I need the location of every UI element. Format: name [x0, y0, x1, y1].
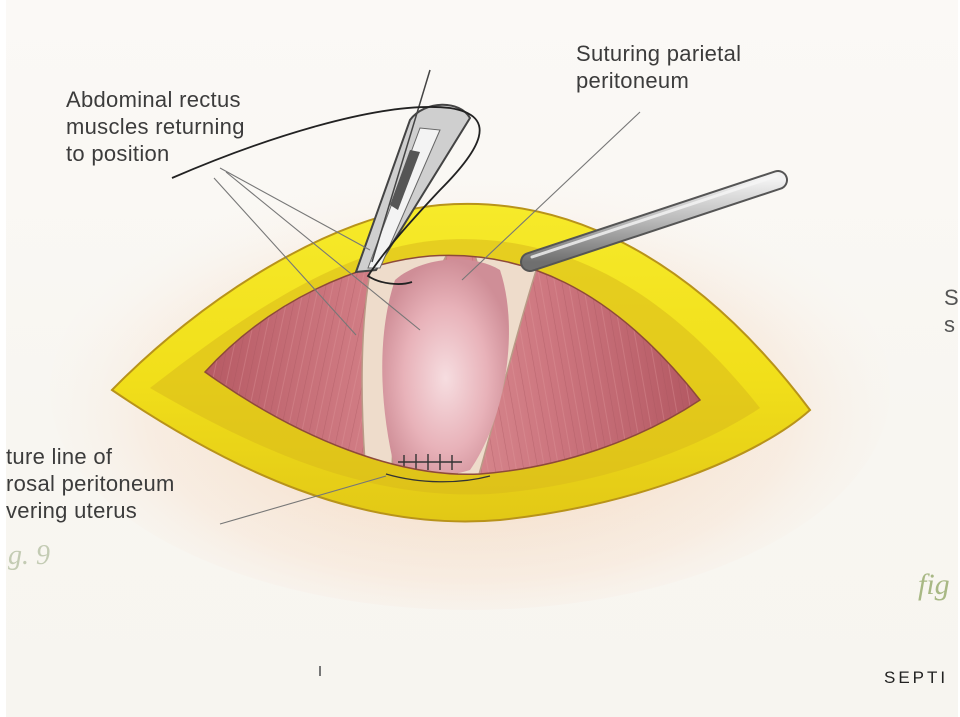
suture-line-edge — [385, 473, 491, 483]
figure-number-left: g. 9 — [8, 540, 50, 571]
label-suture-line: ture line of rosal peritoneum vering ute… — [6, 443, 175, 524]
page-footer-text: SEPTI — [884, 668, 949, 687]
label-line: S — [944, 285, 959, 310]
label-line: vering uterus — [6, 498, 138, 523]
label-line: muscles returning — [66, 114, 245, 139]
label-line: s — [944, 312, 956, 337]
label-line: to position — [66, 141, 170, 166]
label-line: Suturing parietal — [576, 41, 742, 66]
uterus-surface — [382, 259, 509, 475]
figure-number-right: fig — [918, 568, 950, 601]
label-line: Abdominal rectus — [66, 87, 241, 112]
retractor-icon — [520, 170, 788, 272]
label-suturing-parietal: Suturing parietal peritoneum — [576, 40, 741, 94]
label-line: rosal peritoneum — [6, 471, 175, 496]
label-line: ture line of — [6, 444, 113, 469]
suture-thread-icon — [171, 106, 481, 285]
label-right-edge: S s — [944, 284, 959, 338]
label-line: peritoneum — [576, 68, 690, 93]
forceps-icon — [354, 69, 472, 274]
leader-lines — [213, 111, 641, 525]
label-abdominal-rectus: Abdominal rectus muscles returning to po… — [66, 86, 245, 167]
